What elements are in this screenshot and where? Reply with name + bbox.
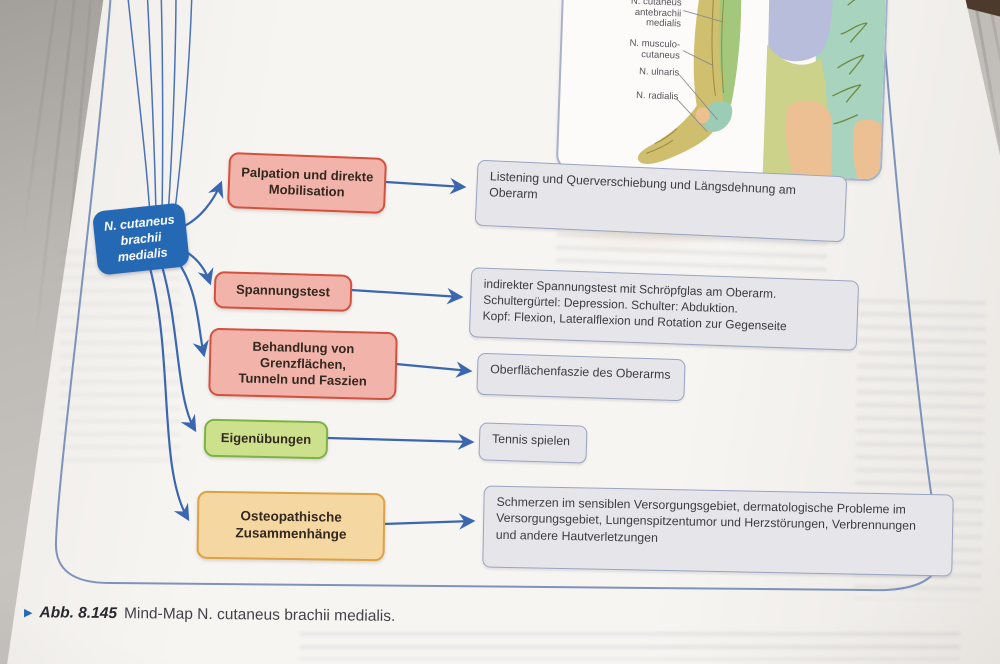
detail-box-osteopathische: Schmerzen im sensiblen Versorgungsgebiet… xyxy=(482,485,954,577)
detail-box-behandlung: Oberflächenfaszie des Oberarms xyxy=(476,352,686,402)
nerve-twigs xyxy=(832,0,868,125)
mindmap-root-node: N. cutaneus brachii medialis xyxy=(91,202,191,276)
caption-text: Mind-Map N. cutaneus brachii medialis. xyxy=(123,605,396,625)
anatomy-panel: N. cutaneus antebrachii medialis N. musc… xyxy=(555,0,891,182)
arm-illustration xyxy=(637,0,887,180)
caption-figure-number: Abb. 8.145 xyxy=(39,604,118,623)
label-pointer-lines xyxy=(675,10,724,132)
caption-triangle-icon: ▶ xyxy=(23,607,33,620)
branch-node-behandlung: Behandlung von Grenzflächen, Tunneln und… xyxy=(208,327,398,401)
nerve-label-cutaneus-antebrachii: N. cutaneus antebrachii medialis xyxy=(630,0,682,30)
branch-node-eigenuebungen: Eigenübungen xyxy=(203,418,329,460)
root-anchor-lines xyxy=(127,0,193,219)
detail-arrows xyxy=(326,177,476,530)
branch-node-spannungstest: Spannungstest xyxy=(213,271,353,312)
detail-box-spannungstest: indirekter Spannungstest mit Schröpfglas… xyxy=(468,267,860,351)
detail-box-eigenuebungen: Tennis spielen xyxy=(478,422,588,464)
branch-node-palpation: Palpation und direkte Mobilisation xyxy=(226,151,388,215)
nerve-label-musculocutaneus: N. musculo- cutaneus xyxy=(629,37,681,62)
mindmap-frame xyxy=(54,0,942,592)
branch-node-osteopathische: Osteopathische Zusammenhänge xyxy=(196,490,386,562)
